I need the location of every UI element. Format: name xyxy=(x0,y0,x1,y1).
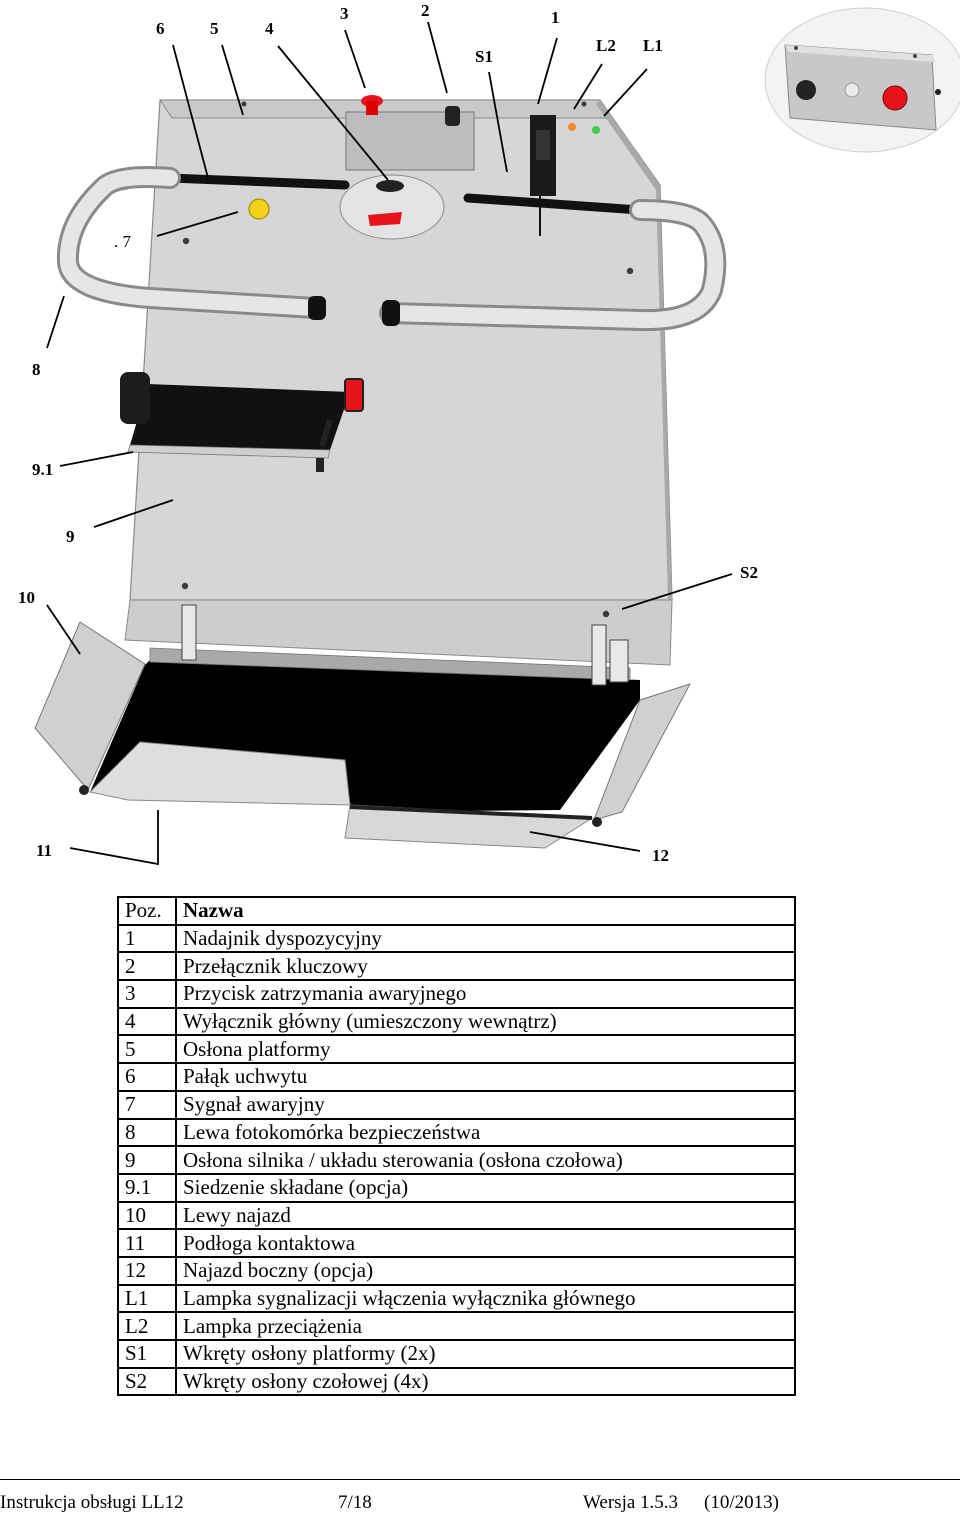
row-name: Przycisk zatrzymania awaryjnego xyxy=(175,979,796,1009)
platform-lift-drawing xyxy=(34,7,960,866)
row-name: Nadajnik dyspozycyjny xyxy=(175,923,796,954)
row-pos: 12 xyxy=(117,1255,177,1286)
control-panel-detail-inset xyxy=(764,7,960,153)
row-pos: S1 xyxy=(117,1339,177,1369)
row-pos: 11 xyxy=(117,1228,177,1258)
callout-11: 11 xyxy=(36,841,53,860)
header-name: Nazwa xyxy=(175,896,796,926)
row-pos: 7 xyxy=(117,1089,177,1120)
callout-9-1: 9.1 xyxy=(32,460,54,479)
callout-12: 12 xyxy=(652,846,669,865)
handle-bar xyxy=(56,166,727,332)
row-name: Sygnał awaryjny xyxy=(175,1089,796,1120)
footer-manual-title: Instrukcja obsługi LL12 xyxy=(0,1492,184,1513)
row-name: Wkręty osłony czołowej (4x) xyxy=(175,1366,796,1397)
control-box xyxy=(339,95,475,240)
row-pos: 1 xyxy=(117,923,177,954)
callout-1: 1 xyxy=(551,8,560,27)
leader-lines xyxy=(46,21,733,866)
row-name: Lewy najazd xyxy=(175,1200,796,1231)
left-ramp xyxy=(34,621,146,795)
row-name: Lewa fotokomórka bezpieczeństwa xyxy=(175,1117,796,1148)
table-header-row: Poz. Nazwa xyxy=(117,896,796,926)
callout-S1: S1 xyxy=(475,47,493,66)
folding-seat xyxy=(120,372,364,472)
page-footer: Instrukcja obsługi LL12 7/18 Wersja 1.5.… xyxy=(0,1479,960,1516)
row-name: Najazd boczny (opcja) xyxy=(175,1255,796,1286)
callout-6: 6 xyxy=(156,19,165,38)
row-pos: L1 xyxy=(117,1283,177,1314)
header-pos: Poz. xyxy=(117,896,177,926)
callout-S2: S2 xyxy=(740,563,758,582)
footer-page-number: 7/18 xyxy=(338,1492,372,1513)
footer-date: (10/2013) xyxy=(704,1492,779,1513)
row-pos: 8 xyxy=(117,1117,177,1148)
row-name: Osłona platformy xyxy=(175,1034,796,1065)
row-pos: 6 xyxy=(117,1062,177,1092)
side-ramp xyxy=(88,741,594,849)
platform-floor xyxy=(90,604,640,812)
row-name: Przełącznik kluczowy xyxy=(175,951,796,982)
row-name: Pałąk uchwytu xyxy=(175,1062,796,1092)
row-pos: L2 xyxy=(117,1311,177,1341)
row-pos: 3 xyxy=(117,979,177,1009)
dispatch-transmitter xyxy=(530,115,600,236)
callout-7: . 7 xyxy=(114,232,131,251)
right-ramp xyxy=(592,683,692,827)
row-pos: 10 xyxy=(117,1200,177,1231)
callout-L1: L1 xyxy=(643,36,663,55)
row-pos: 5 xyxy=(117,1034,177,1065)
row-pos: 9.1 xyxy=(117,1172,177,1203)
callout-8: 8 xyxy=(32,360,41,379)
row-name: Wyłącznik główny (umieszczony wewnątrz) xyxy=(175,1006,796,1037)
callout-2: 2 xyxy=(421,1,430,20)
footer-version: Wersja 1.5.3 xyxy=(583,1492,679,1513)
row-pos: S2 xyxy=(117,1366,177,1397)
front-cover xyxy=(124,99,673,666)
callout-L2: L2 xyxy=(596,36,616,55)
row-pos: 4 xyxy=(117,1006,177,1037)
row-pos: 9 xyxy=(117,1145,177,1175)
callout-9: 9 xyxy=(66,527,75,546)
callout-4: 4 xyxy=(265,19,274,38)
callout-5: 5 xyxy=(210,19,219,38)
warning-signal xyxy=(248,198,270,220)
row-name: Wkręty osłony platformy (2x) xyxy=(175,1339,796,1369)
row-name: Lampka przeciążenia xyxy=(175,1311,796,1341)
row-name: Lampka sygnalizacji włączenia wyłącznika… xyxy=(175,1283,796,1314)
row-pos: 2 xyxy=(117,951,177,982)
row-name: Podłoga kontaktowa xyxy=(175,1228,796,1258)
callout-10: 10 xyxy=(18,588,35,607)
row-name: Osłona silnika / układu sterowania (osło… xyxy=(175,1145,796,1175)
handle-grips xyxy=(165,173,645,215)
row-name: Siedzenie składane (opcja) xyxy=(175,1172,796,1203)
platform-lift-figure: 6 5 4 3 2 1 S1 L2 L1 . 7 8 9.1 9 S2 10 1… xyxy=(18,1,960,866)
callout-3: 3 xyxy=(340,4,349,23)
